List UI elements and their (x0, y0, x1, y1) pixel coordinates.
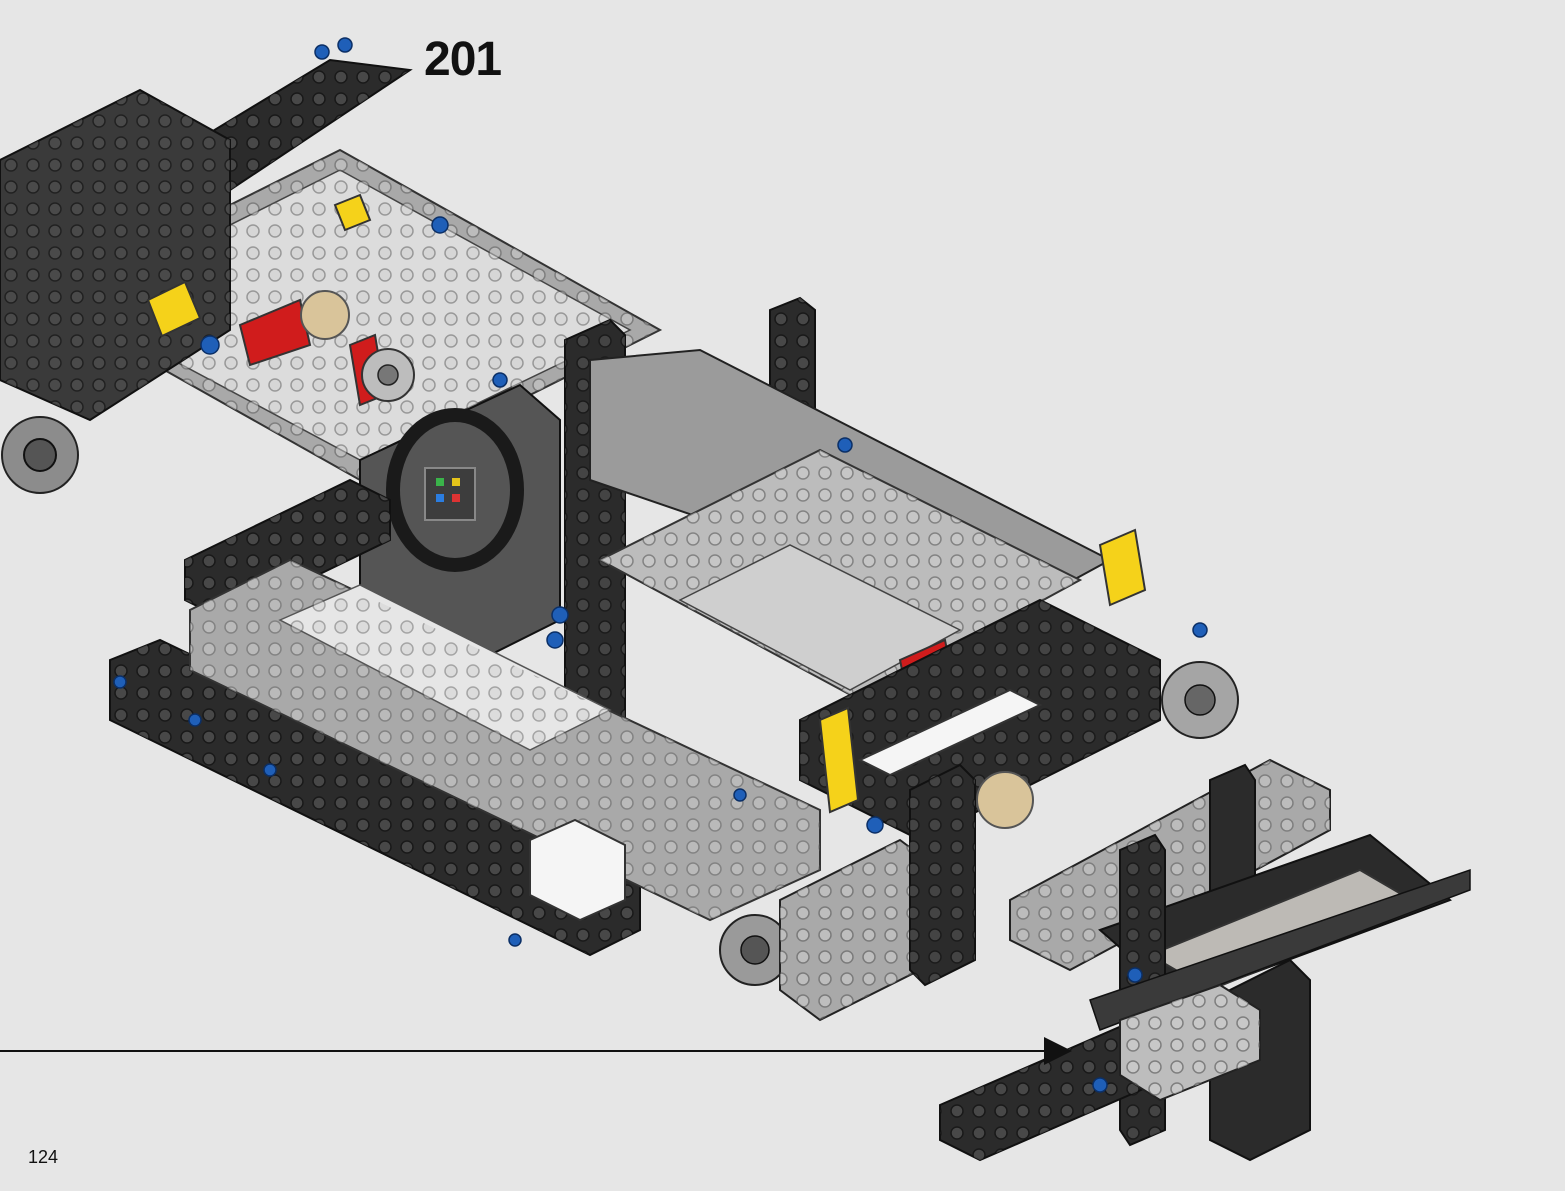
front-bumper-assembly (939, 758, 1471, 1162)
lower-grey-frame (189, 558, 821, 922)
blue-pins (113, 37, 1208, 1093)
lower-left-beams (109, 478, 641, 957)
left-mechanism (0, 88, 231, 494)
front-right-assembly (719, 598, 1239, 1022)
engine-bay-frame (589, 348, 1147, 712)
step-number: 201 (424, 33, 502, 86)
page-number: 124 (28, 1147, 59, 1167)
